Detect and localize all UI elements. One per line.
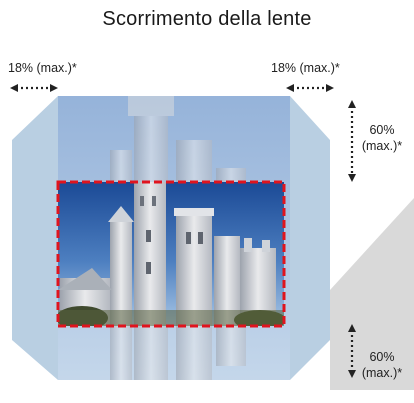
vertical-shift-bottom-value: 60% bbox=[369, 350, 395, 364]
vertical-shift-label-bottom: 60% (max.)* bbox=[358, 349, 406, 381]
vertical-shift-label-top: 60% (max.)* bbox=[358, 122, 406, 154]
dotted-double-arrow-icon bbox=[10, 84, 58, 92]
vertical-shift-bottom-suffix: (max.)* bbox=[361, 366, 403, 380]
dotted-vertical-arrow-icon bbox=[348, 100, 356, 182]
vertical-shift-top-suffix: (max.)* bbox=[361, 139, 403, 153]
page-title: Scorrimento della lente bbox=[102, 8, 312, 30]
horizontal-shift-label-right: 18% (max.)* bbox=[271, 61, 340, 75]
dotted-double-arrow-icon bbox=[286, 84, 334, 92]
framed-castle-photo bbox=[58, 182, 284, 326]
horizontal-shift-label-left: 18% (max.)* bbox=[8, 61, 77, 75]
image-frame-border bbox=[56, 180, 286, 328]
dotted-vertical-arrow-icon bbox=[348, 324, 356, 378]
vertical-shift-top-value: 60% bbox=[369, 123, 395, 137]
